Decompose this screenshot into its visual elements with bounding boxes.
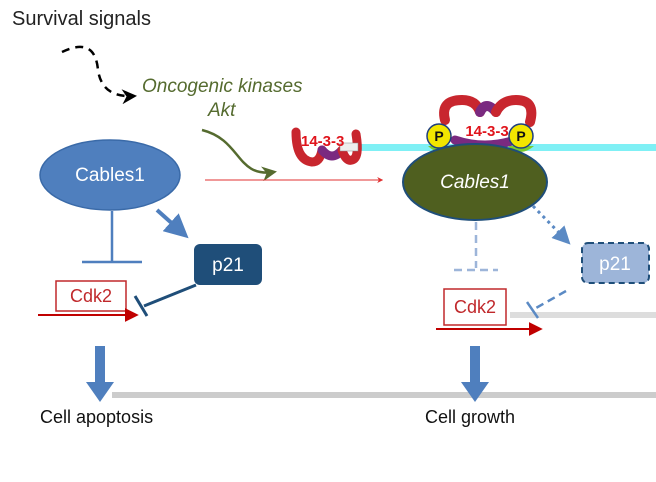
akt-curve-arrow — [201, 128, 277, 182]
cdk2-label-left: Cdk2 — [70, 286, 112, 306]
survival-signals-label: Survival signals — [12, 8, 151, 30]
cell-growth-label: Cell growth — [425, 407, 515, 427]
cables1-node-right — [402, 143, 548, 221]
survival-signal-arrow — [61, 45, 137, 105]
cables1-label-right: Cables1 — [440, 172, 510, 193]
cables1-node-left — [39, 139, 181, 211]
activation-arrow-left — [155, 208, 189, 239]
cdk2-node-right — [443, 288, 507, 326]
cables1-label-left: Cables1 — [75, 165, 145, 186]
p21-inhibit-line-left — [143, 283, 197, 308]
p21-label-left: p21 — [212, 255, 244, 276]
phosphate-label-left: P — [434, 128, 443, 144]
outcome-baseline — [112, 392, 656, 398]
outcome-arrowhead-right — [461, 382, 489, 402]
outcome-arrowhead-left — [86, 382, 114, 402]
cdk2-label-right: Cdk2 — [454, 297, 496, 317]
phosphate-right — [508, 123, 534, 149]
activation-arrow-right — [531, 204, 571, 245]
cdk2-baseline-right — [510, 312, 656, 318]
protein-1433-label-bound: 14-3-3 — [465, 123, 508, 140]
phosphate-label-right: P — [516, 128, 525, 144]
p21-inhibit-line-right — [535, 289, 567, 310]
p21-label-right: p21 — [599, 254, 631, 275]
p21-node-left — [194, 244, 262, 285]
cdk2-node-left — [55, 280, 127, 312]
p21-inhibit-bar-right — [525, 301, 540, 319]
akt-label: Akt — [207, 100, 236, 121]
p21-node-right — [581, 242, 650, 284]
protein-1433-label-free: 14-3-3 — [301, 133, 344, 150]
oncogenic-kinases-label: Oncogenic kinases — [142, 76, 303, 97]
protein-1433-free — [291, 127, 362, 167]
cell-apoptosis-label: Cell apoptosis — [40, 407, 153, 427]
p21-inhibit-bar-left — [133, 295, 149, 317]
